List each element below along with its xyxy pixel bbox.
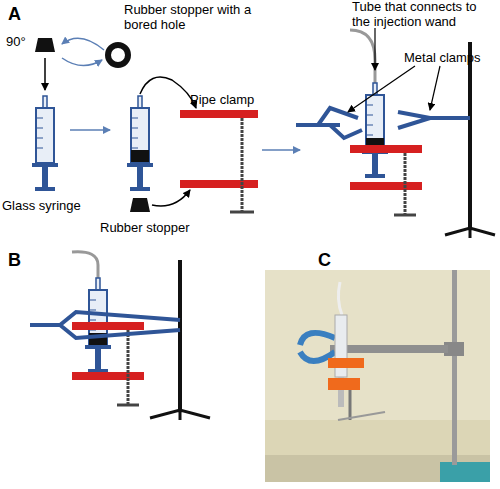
- clamp-screw: [127, 330, 130, 405]
- panel-letter: B: [8, 250, 32, 270]
- clamp-screw: [404, 153, 407, 215]
- pipe-clamp-jaw: [72, 322, 144, 330]
- leader-arrow: [348, 66, 415, 112]
- panel-letter: A: [8, 4, 32, 24]
- leader-arrow: [374, 28, 375, 70]
- callout-label: 90°: [6, 34, 42, 49]
- step-arrow: [70, 129, 110, 131]
- injection-tube: [72, 252, 98, 278]
- rubber-stopper: [130, 198, 150, 212]
- rotate-arrow: [62, 38, 104, 50]
- leader-arrow: [430, 66, 440, 110]
- pipe-clamp-jaw: [350, 145, 422, 153]
- rubber-stopper: [35, 38, 55, 52]
- callout-label: Tube that connects to the injection wand: [352, 0, 494, 29]
- panel-letter: C: [318, 250, 342, 270]
- pipe-clamp-jaw: [180, 110, 258, 118]
- photo: [265, 270, 490, 482]
- stand-base: [445, 228, 495, 238]
- callout-label: Rubber stopper with a bored hole: [124, 2, 254, 32]
- metal-clamp: [398, 112, 470, 128]
- pipe-clamp-jaw: [180, 180, 258, 188]
- callout-label: Glass syringe: [2, 198, 94, 213]
- injection-tube: [350, 30, 375, 83]
- glass-syringe: [362, 83, 388, 178]
- metal-clamp: [296, 108, 362, 138]
- stand-base: [150, 410, 210, 420]
- rubber-stopper: [131, 150, 149, 162]
- stand-rod: [468, 42, 472, 228]
- bored-stopper: [108, 45, 128, 65]
- clamp-handle: [394, 214, 416, 217]
- pipe-clamp-jaw: [350, 182, 422, 190]
- glass-syringe: [32, 96, 58, 191]
- step-arrow: [152, 190, 190, 206]
- pipe-clamp-jaw: [72, 372, 144, 380]
- clamp-handle: [117, 404, 139, 407]
- rotate-arrow: [62, 58, 102, 66]
- callout-label: Pipe clamp: [190, 92, 270, 107]
- clamp-screw: [241, 118, 244, 212]
- step-arrow: [44, 58, 46, 90]
- glass-syringe: [127, 96, 153, 191]
- callout-label: Rubber stopper: [100, 220, 200, 235]
- clamp-handle: [230, 211, 254, 214]
- step-arrow: [262, 149, 300, 151]
- metal-clamp: [30, 312, 180, 338]
- step-arrow: [140, 77, 196, 108]
- callout-label: Metal clamps: [404, 50, 496, 65]
- stand-rod: [178, 260, 182, 410]
